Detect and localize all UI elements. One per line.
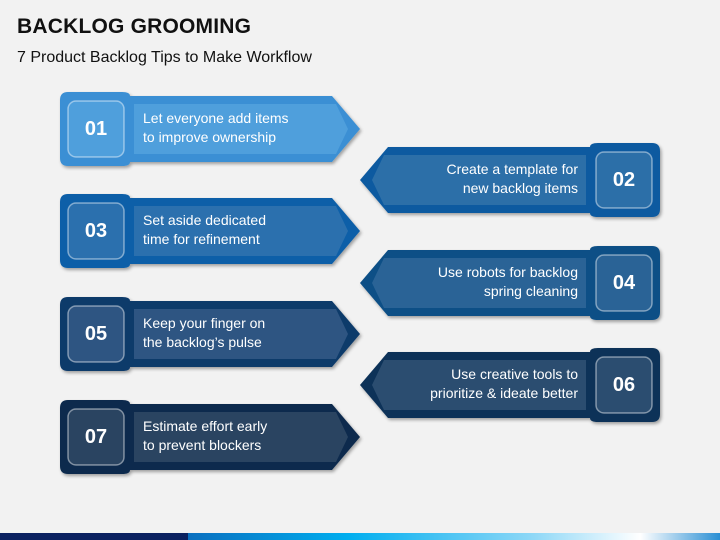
step-number-badge: 07	[84, 425, 108, 448]
step-text-line2: to prevent blockers	[143, 437, 262, 453]
step-number-badge: 01	[84, 117, 108, 140]
step-text-line2: prioritize & ideate better	[430, 385, 578, 401]
step-number-badge: 06	[612, 373, 636, 396]
step-text-line2: to improve ownership	[143, 129, 277, 145]
step-text: Use robots for backlog spring cleaning	[438, 263, 578, 301]
step-06: 06 Use creative tools to prioritize & idea…	[360, 348, 660, 422]
step-arrow-shape	[60, 400, 360, 474]
step-arrow-shape	[60, 92, 360, 166]
step-number-badge: 05	[84, 322, 108, 345]
step-arrow-shape	[360, 246, 660, 320]
step-text: Use creative tools to prioritize & ideate…	[430, 365, 578, 403]
step-arrow-shape	[60, 297, 360, 371]
step-text-line2: new backlog items	[462, 180, 578, 196]
step-number-badge: 03	[84, 219, 108, 242]
step-text-line2: spring cleaning	[483, 283, 578, 299]
step-arrow-shape	[360, 348, 660, 422]
step-07: 07 Estimate effort early to prevent blocke…	[60, 400, 360, 474]
footer-bar-gradient	[188, 533, 720, 540]
step-number-badge: 02	[612, 168, 636, 191]
step-text-line1: Estimate effort early	[143, 418, 268, 434]
step-text-line2: time for refinement	[143, 231, 260, 247]
step-text-line1: Set aside dedicated	[143, 212, 266, 228]
step-text: Create a template for new backlog items	[446, 160, 578, 198]
footer-bar	[0, 533, 720, 540]
step-text-line1: Create a template for	[446, 161, 578, 177]
step-04: 04 Use robots for backlog spring cleaning	[360, 246, 660, 320]
page-subtitle: 7 Product Backlog Tips to Make Workflow	[17, 49, 312, 66]
step-arrow-shape	[60, 194, 360, 268]
step-text-line2: the backlog’s pulse	[143, 334, 262, 350]
step-text-line1: Use robots for backlog	[437, 264, 578, 280]
step-05: 05 Keep your finger on the backlog’s pulse	[60, 297, 360, 371]
step-text-line1: Let everyone add items	[143, 110, 289, 126]
page-title: BACKLOG GROOMING	[17, 15, 252, 38]
step-arrow-shape	[360, 143, 660, 217]
step-text: Let everyone add items to improve ownersh…	[143, 109, 289, 147]
step-text: Estimate effort early to prevent blockers	[143, 417, 267, 455]
footer-bar-dark	[0, 533, 188, 540]
step-text: Keep your finger on the backlog’s pulse	[143, 314, 265, 352]
step-03: 03 Set aside dedicated time for refinement	[60, 194, 360, 268]
step-text-line1: Keep your finger on	[143, 315, 266, 331]
step-text-line1: Use creative tools to	[451, 366, 578, 382]
step-02: 02 Create a template for new backlog items	[360, 143, 660, 217]
step-01: 01 Let everyone add items to improve owner…	[60, 92, 360, 166]
step-number-badge: 04	[612, 271, 636, 294]
step-text: Set aside dedicated time for refinement	[143, 211, 266, 249]
